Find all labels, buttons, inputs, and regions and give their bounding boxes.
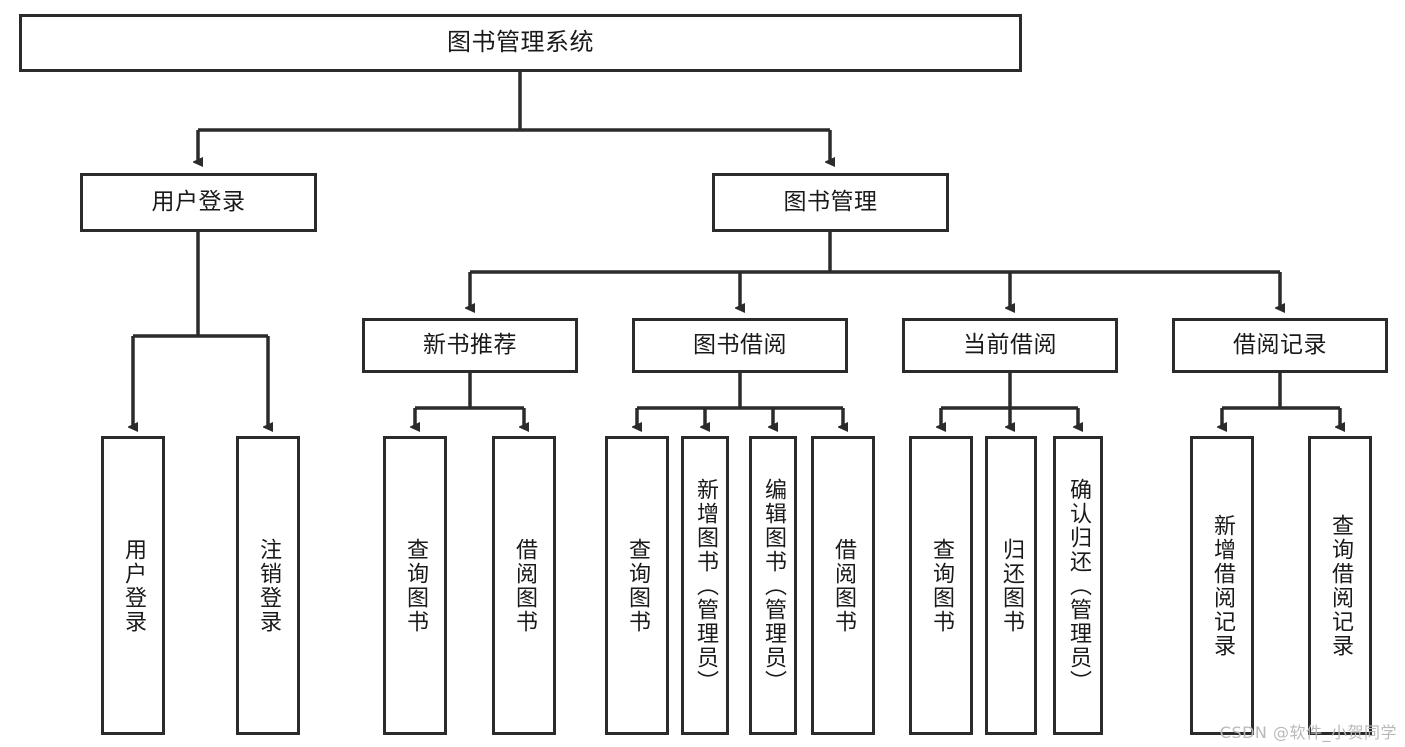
node-leaf-query-record-label: 查询借阅记录	[1328, 513, 1353, 658]
node-leaf-query-book-3-label: 查询图书	[929, 537, 954, 634]
node-leaf-borrow-book-2[interactable]: 借阅图书	[811, 436, 875, 735]
node-leaf-borrow-book-1-label: 借阅图书	[512, 537, 537, 634]
node-root-label: 图书管理系统	[447, 28, 594, 57]
node-leaf-return-book-label: 归还图书	[999, 537, 1024, 634]
node-book-borrow-label: 图书借阅	[693, 332, 787, 359]
node-leaf-logout-login[interactable]: 注销登录	[236, 436, 300, 735]
node-root[interactable]: 图书管理系统	[19, 14, 1022, 72]
node-borrow-record[interactable]: 借阅记录	[1172, 318, 1388, 373]
node-leaf-query-book-1[interactable]: 查询图书	[383, 436, 447, 735]
node-leaf-user-login[interactable]: 用户登录	[101, 436, 165, 735]
node-leaf-add-record[interactable]: 新增借阅记录	[1190, 436, 1254, 735]
node-leaf-query-book-2-label: 查询图书	[625, 537, 650, 634]
node-book-borrow[interactable]: 图书借阅	[632, 318, 848, 373]
node-leaf-query-book-2[interactable]: 查询图书	[605, 436, 669, 735]
node-current-borrow[interactable]: 当前借阅	[902, 318, 1118, 373]
csdn-watermark: CSDN @软件_小贺同学	[1219, 723, 1397, 742]
node-leaf-return-book[interactable]: 归还图书	[985, 436, 1037, 735]
node-leaf-confirm-return[interactable]: 确认归还（管理员）	[1053, 436, 1103, 735]
node-leaf-borrow-book-1[interactable]: 借阅图书	[492, 436, 556, 735]
node-new-book-rec[interactable]: 新书推荐	[362, 318, 578, 373]
node-leaf-query-record[interactable]: 查询借阅记录	[1308, 436, 1372, 735]
node-leaf-add-book[interactable]: 新增图书（管理员）	[681, 436, 729, 735]
node-current-borrow-label: 当前借阅	[963, 332, 1057, 359]
node-leaf-user-login-label: 用户登录	[121, 537, 146, 634]
node-leaf-edit-book[interactable]: 编辑图书（管理员）	[749, 436, 797, 735]
node-leaf-add-book-label: 新增图书（管理员）	[693, 477, 718, 694]
node-leaf-borrow-book-2-label: 借阅图书	[831, 537, 856, 634]
node-book-manage-label: 图书管理	[783, 189, 878, 216]
node-leaf-confirm-return-label: 确认归还（管理员）	[1066, 477, 1091, 694]
node-leaf-edit-book-label: 编辑图书（管理员）	[761, 477, 786, 694]
node-borrow-record-label: 借阅记录	[1233, 332, 1327, 359]
node-user-login[interactable]: 用户登录	[80, 173, 317, 232]
node-book-manage[interactable]: 图书管理	[712, 173, 949, 232]
node-leaf-logout-login-label: 注销登录	[256, 537, 281, 634]
node-new-book-rec-label: 新书推荐	[423, 332, 517, 359]
node-leaf-query-book-1-label: 查询图书	[403, 537, 428, 634]
node-leaf-query-book-3[interactable]: 查询图书	[909, 436, 973, 735]
node-leaf-add-record-label: 新增借阅记录	[1210, 513, 1235, 658]
node-user-login-label: 用户登录	[151, 189, 246, 216]
